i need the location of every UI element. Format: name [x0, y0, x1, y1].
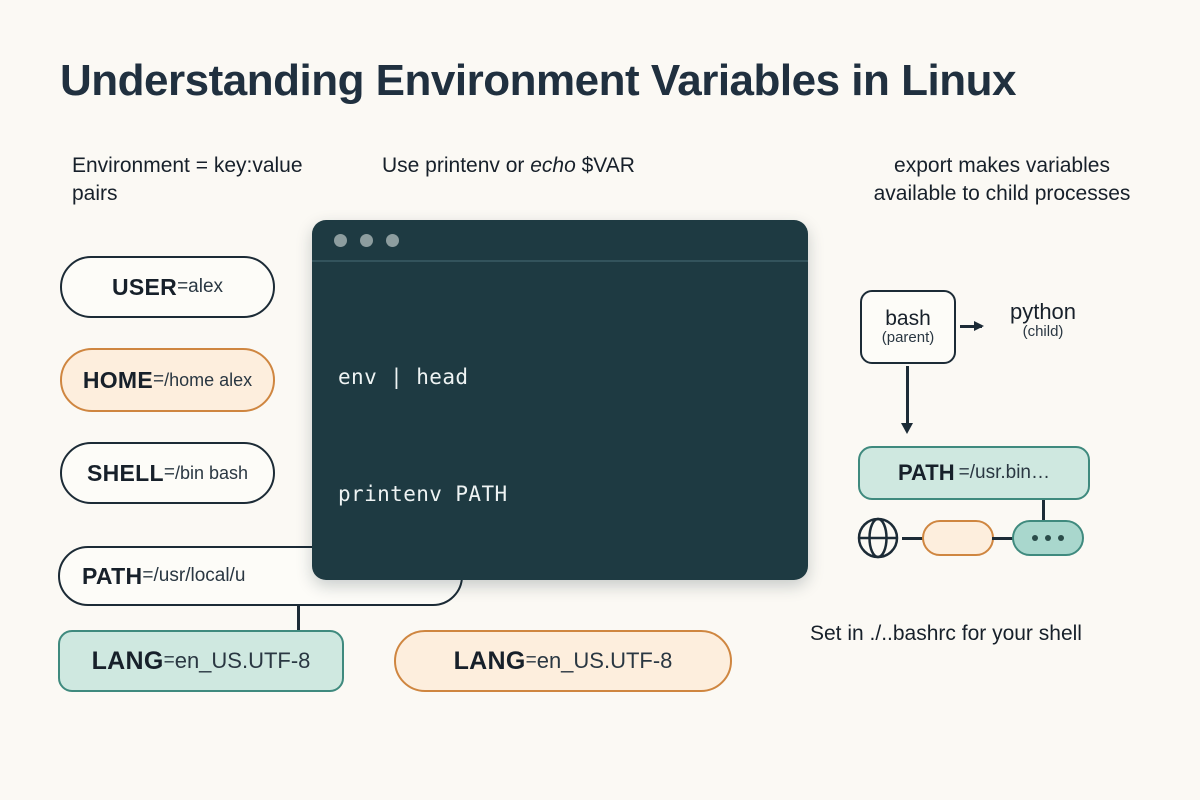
variable-key: LANG	[91, 646, 164, 675]
variable-equals: =	[153, 369, 165, 390]
process-name: bash	[885, 306, 931, 330]
variable-pill-lang-orange: LANG=en_US.UTF-8	[394, 630, 732, 692]
window-maximize-icon[interactable]	[386, 233, 399, 247]
connector-orange-to-teal	[992, 537, 1014, 540]
terminal-output: env | head printenv PATH /usr/local/sbin…	[312, 262, 808, 580]
caption-printenv-usage: Use printenv or echo $VAR	[382, 152, 742, 180]
connector-path-to-lang	[297, 600, 300, 634]
variable-key: USER	[111, 273, 178, 300]
connector-path-to-node-row	[1042, 500, 1045, 520]
variable-value: /bin bash	[174, 462, 249, 483]
terminal-titlebar	[312, 220, 808, 262]
terminal-window: env | head printenv PATH /usr/local/sbin…	[312, 220, 808, 580]
connector-globe-to-orange	[902, 537, 924, 540]
caption-environment-definition: Environment = key:value pairs	[72, 154, 303, 205]
variable-equals: =	[525, 650, 537, 671]
terminal-line: printenv PATH	[338, 482, 508, 506]
arrow-down-icon	[901, 366, 912, 434]
process-name: python	[1009, 299, 1077, 324]
node-pill-teal-more	[1012, 520, 1084, 556]
caption-mid-italic: echo	[530, 154, 576, 177]
process-box-bash: bash (parent)	[860, 290, 956, 364]
node-chain-row	[856, 512, 1092, 564]
terminal-line: env | head	[338, 365, 469, 389]
page-title: Understanding Environment Variables in L…	[60, 56, 1016, 105]
variable-value: /home alex	[164, 369, 253, 390]
variable-equals: =	[177, 276, 189, 297]
variable-key: LANG	[453, 646, 526, 675]
caption-bashrc-note: Set in ./..bashrc for your shell	[810, 622, 1082, 645]
process-role: (parent)	[881, 328, 935, 346]
variable-pill-lang-teal: LANG=en_US.UTF-8	[58, 630, 344, 692]
variable-value: en_US.UTF-8	[174, 648, 311, 673]
ellipsis-dot-icon	[1058, 535, 1064, 541]
process-label-python: python (child)	[988, 300, 1098, 340]
node-pill-orange	[922, 520, 994, 556]
exported-variable-pill-path: PATH=/usr.bin…	[858, 446, 1090, 500]
ellipsis-dot-icon	[1045, 535, 1051, 541]
variable-value: alex	[188, 276, 224, 297]
variable-equals: =	[163, 462, 175, 483]
process-role: (child)	[1022, 323, 1064, 341]
variable-pill-shell: SHELL=/bin bash	[60, 442, 275, 504]
window-close-icon[interactable]	[334, 233, 347, 247]
caption-mid-prefix: Use printenv or	[382, 154, 531, 177]
variable-key: SHELL	[86, 459, 164, 486]
variable-equals: =	[142, 565, 154, 586]
variable-key: PATH	[898, 460, 955, 485]
variable-value-with-equals: =/usr.bin…	[958, 462, 1050, 483]
window-minimize-icon[interactable]	[360, 233, 373, 247]
variable-key: HOME	[82, 366, 154, 393]
variable-equals: =	[163, 650, 175, 671]
variable-value: en_US.UTF-8	[536, 648, 673, 673]
caption-mid-suffix: $VAR	[575, 154, 635, 177]
variable-pill-user: USER=alex	[60, 256, 275, 318]
arrow-parent-to-child-icon	[960, 321, 984, 330]
caption-export-description: export makes variables available to chil…	[873, 154, 1131, 205]
variable-pill-home: HOME=/home alex	[60, 348, 275, 412]
ellipsis-dot-icon	[1032, 535, 1038, 541]
globe-icon	[857, 517, 899, 559]
variable-key: PATH	[82, 562, 143, 589]
variable-value: /usr/local/u	[153, 565, 246, 586]
